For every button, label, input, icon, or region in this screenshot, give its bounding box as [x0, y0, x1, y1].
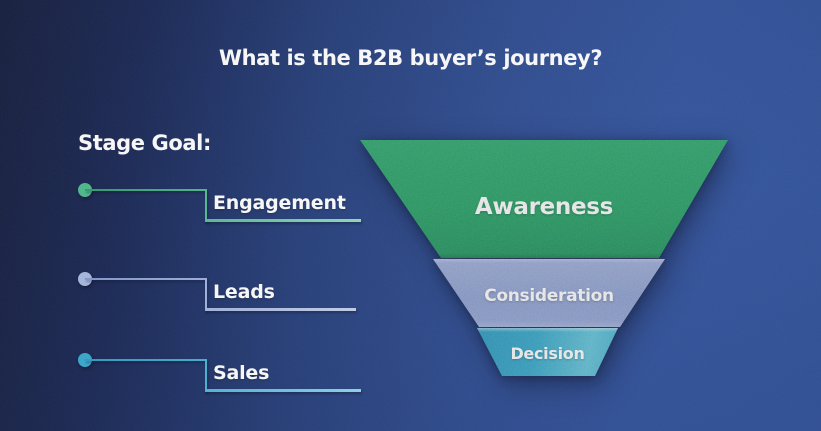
connector-engagement: Engagement — [78, 183, 364, 231]
sales-label: Sales — [213, 362, 270, 384]
engagement-line-drop — [204, 188, 208, 222]
leads-line-lower — [204, 308, 356, 311]
leads-line-upper — [85, 277, 206, 281]
awareness-label: Awareness — [474, 194, 614, 220]
sales-line-lower — [204, 389, 361, 392]
engagement-label: Engagement — [213, 192, 346, 214]
page-title: What is the B2B buyer’s journey? — [218, 46, 603, 70]
sales-line-drop — [204, 358, 208, 392]
leads-label: Leads — [213, 281, 275, 303]
leads-line-drop — [204, 277, 208, 311]
stage-goal-heading: Stage Goal: — [78, 131, 211, 155]
funnel-stage-awareness: Awareness — [360, 140, 728, 258]
decision-label: Decision — [510, 344, 585, 363]
buyers-journey-funnel: Awareness Consideration Decision — [360, 140, 728, 376]
connector-leads: Leads — [78, 272, 364, 320]
funnel-stage-consideration: Consideration — [433, 259, 665, 327]
connector-sales: Sales — [78, 353, 364, 401]
sales-line-upper — [85, 358, 206, 362]
consideration-label: Consideration — [484, 286, 614, 306]
funnel-stage-decision: Decision — [477, 328, 618, 376]
engagement-line-upper — [85, 188, 206, 192]
engagement-line-lower — [204, 219, 361, 222]
